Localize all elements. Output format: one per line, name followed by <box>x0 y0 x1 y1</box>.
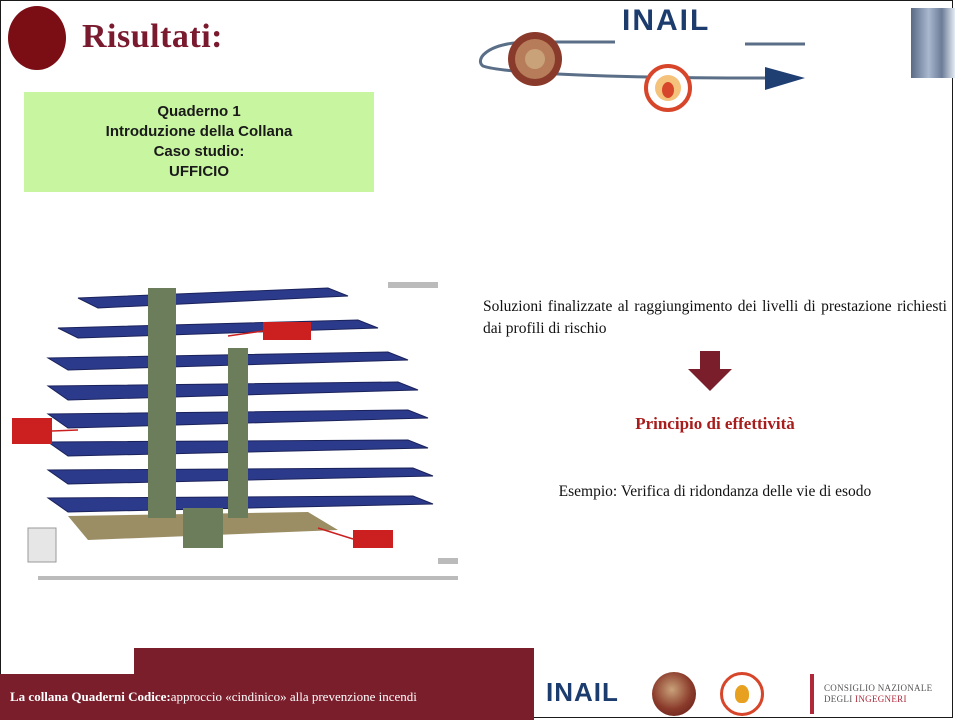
footer-logos: INAIL CONSIGLIO NAZIONALE DEGLI INGEGNER… <box>534 668 955 720</box>
box-line-1: Quaderno 1 <box>157 103 241 120</box>
down-arrow-icon <box>688 351 732 396</box>
example-text: Esempio: Verifica di ridondanza delle vi… <box>558 483 872 500</box>
university-seal-footer-icon <box>652 672 696 716</box>
cni-logo-bar <box>810 674 814 714</box>
building-evacuation-figure <box>8 258 478 600</box>
cni-line-1: CONSIGLIO NAZIONALE <box>824 683 933 693</box>
box-line-2: Introduzione della Collana <box>105 123 293 140</box>
box-line-4: UFFICIO <box>169 163 229 180</box>
header-logo-group: INAIL <box>475 2 825 112</box>
footer-text: approccio «cindinico» alla prevenzione i… <box>170 689 417 704</box>
inail-footer-logo: INAIL <box>546 677 619 707</box>
box-line-3: Caso studio: <box>153 143 245 160</box>
footer-tab <box>134 648 534 674</box>
inail-logo: INAIL <box>622 4 711 37</box>
slide-title: Risultati: <box>82 18 223 55</box>
footer-bold-text: La collana Quaderni Codice: <box>10 689 171 704</box>
orbit-arrow-icon <box>478 32 805 112</box>
solutions-paragraph: Soluzioni finalizzate al raggiungimento … <box>483 298 947 337</box>
cni-line-2a: DEGLI <box>824 694 856 704</box>
quaderno-info-box: Quaderno 1 Introduzione della Collana Ca… <box>24 92 374 192</box>
title-bullet-icon <box>8 6 66 70</box>
cni-line-2b: INGEGNERI <box>855 694 907 704</box>
cni-logo-text: CONSIGLIO NAZIONALE DEGLI INGEGNERI <box>824 683 932 705</box>
building-3d-diagram-icon <box>12 282 458 580</box>
footer-bar: La collana Quaderni Codice: approccio «c… <box>0 674 534 720</box>
fire-brigade-footer-icon <box>720 672 764 716</box>
principle-heading: Principio di effettività <box>635 414 795 433</box>
corner-decoration <box>911 8 955 78</box>
